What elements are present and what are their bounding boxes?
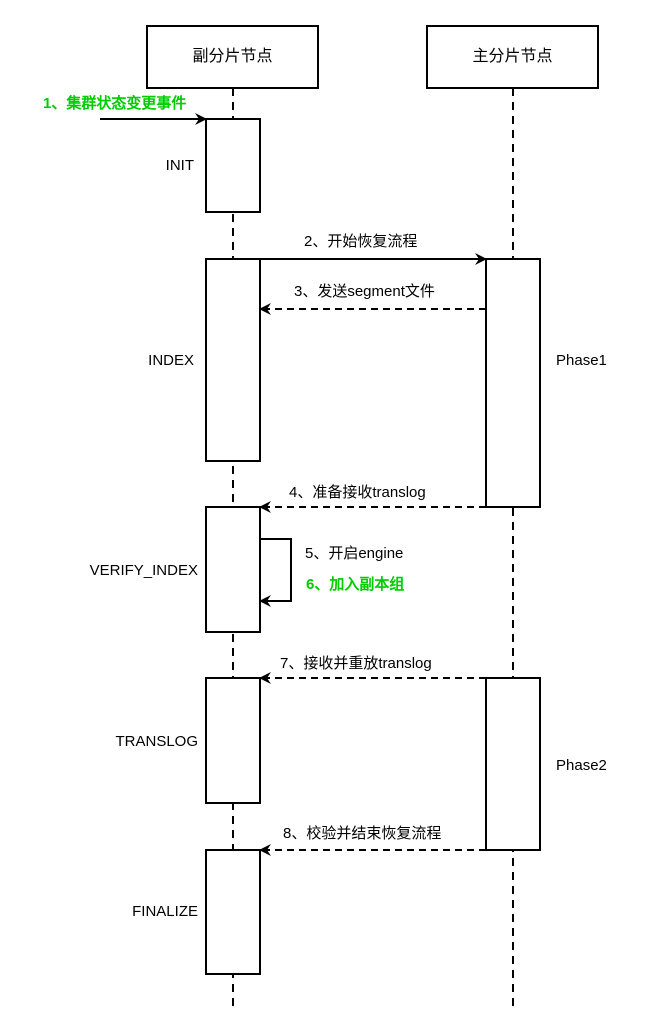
message-label-1: 1、集群状态变更事件 <box>43 95 187 112</box>
phase-label-2: Phase2 <box>556 757 607 774</box>
participant-box-replica <box>146 25 319 89</box>
message-label-7: 7、接收并重放translog <box>280 655 432 672</box>
activation-finalize <box>205 849 261 975</box>
activation-phase1 <box>485 258 541 508</box>
activation-init <box>205 118 261 213</box>
message-label-3: 3、发送segment文件 <box>294 283 435 300</box>
activation-verify-index <box>205 506 261 633</box>
state-label-init: INIT <box>165 157 194 174</box>
phase-label-1: Phase1 <box>556 352 607 369</box>
state-label-finalize: FINALIZE <box>132 903 198 920</box>
message-arrow-self-loop <box>259 538 292 607</box>
activation-index <box>205 258 261 462</box>
state-label-index: INDEX <box>148 352 194 369</box>
participant-label-primary: 主分片节点 <box>472 48 553 65</box>
participant-label-replica: 副分片节点 <box>192 48 273 65</box>
state-label-translog: TRANSLOG <box>115 733 198 750</box>
message-label-5: 5、开启engine <box>305 545 404 562</box>
message-label-2: 2、开始恢复流程 <box>304 233 418 250</box>
activation-translog <box>205 677 261 804</box>
state-label-verify-index: VERIFY_INDEX <box>89 562 198 579</box>
message-label-4: 4、准备接收translog <box>289 484 426 501</box>
message-label-8: 8、校验并结束恢复流程 <box>283 825 442 842</box>
participant-box-primary <box>426 25 599 89</box>
activation-phase2 <box>485 677 541 851</box>
message-label-6: 6、加入副本组 <box>306 576 405 593</box>
